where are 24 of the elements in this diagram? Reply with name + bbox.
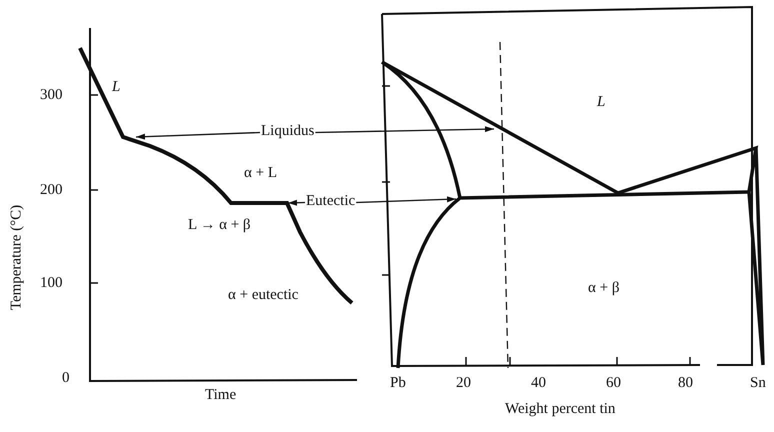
tick-label: 0	[62, 371, 70, 386]
leader-label: Liquidus	[260, 124, 316, 139]
tick-label: 60	[606, 376, 621, 391]
leader-line	[315, 126, 494, 134]
tick-label: 40	[531, 376, 546, 391]
tick-label: 200	[40, 183, 62, 198]
axis-title: Weight percent tin	[505, 402, 616, 417]
tick-label: 80	[678, 376, 693, 391]
region-label: α + L	[244, 166, 277, 181]
tick-label: 300	[40, 88, 62, 103]
region-label: L	[112, 80, 120, 95]
leader-line	[288, 200, 306, 206]
tick-label: Pb	[390, 376, 406, 391]
tick-label: 20	[456, 376, 471, 391]
tick-label: Sn	[750, 376, 766, 391]
region-label: L	[597, 95, 606, 110]
tick-label: 100	[40, 276, 62, 291]
region-label: L → α + β	[188, 218, 251, 233]
region-label: α + β	[588, 281, 620, 296]
leader-line	[356, 196, 456, 204]
region-label: α + eutectic	[228, 288, 298, 303]
axis-title: Temperature (°C)	[10, 204, 24, 312]
axis-title: Time	[205, 388, 236, 403]
leader-line	[136, 132, 260, 140]
